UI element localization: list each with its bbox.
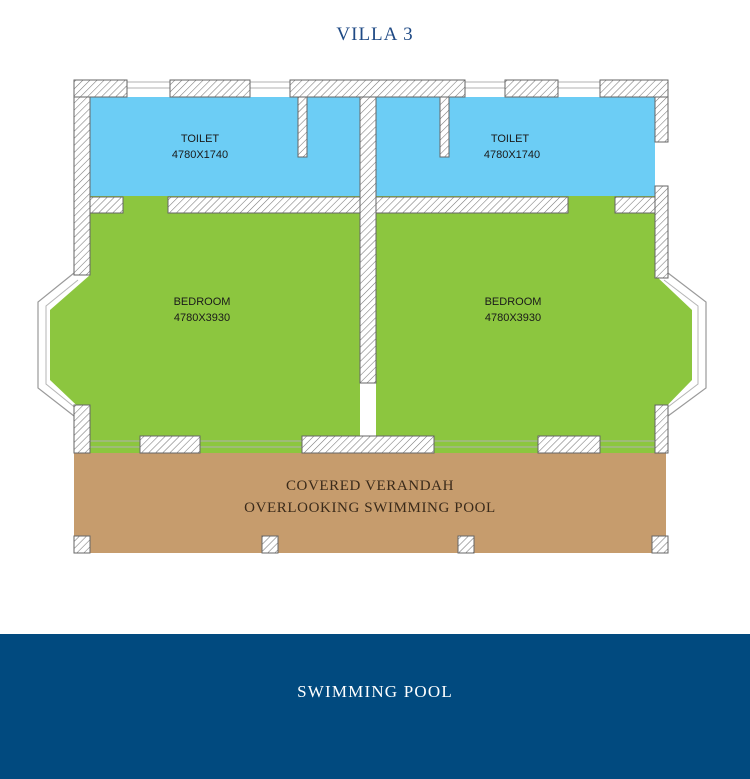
bedroom-right-name: BEDROOM <box>485 296 542 308</box>
bay-window-left-inner <box>45 279 79 411</box>
toilet-right-size: 4780X1740 <box>484 149 540 161</box>
toilet-left-name: TOILET <box>181 133 220 145</box>
swimming-pool-label: SWIMMING POOL <box>297 682 453 701</box>
bay-window-right-inner <box>663 279 699 411</box>
bedroom-left-size: 4780X3930 <box>174 312 230 324</box>
bay-window-left <box>37 272 75 417</box>
toilet-right-area <box>376 97 655 197</box>
verandah-area <box>74 453 666 553</box>
verandah-label-line1: COVERED VERANDAH <box>286 478 454 494</box>
walls <box>73 79 669 554</box>
bedroom-left-area <box>50 196 360 453</box>
toilet-left-area <box>90 97 360 197</box>
bedroom-right-size: 4780X3930 <box>485 312 541 324</box>
bay-window-right <box>667 272 707 417</box>
bedroom-left-name: BEDROOM <box>174 296 231 308</box>
bedroom-right-area <box>376 196 692 453</box>
plan-title: VILLA 3 <box>336 24 414 45</box>
toilet-left-size: 4780X1740 <box>172 149 228 161</box>
swimming-pool-area <box>0 634 750 779</box>
verandah-label-line2: OVERLOOKING SWIMMING POOL <box>244 500 496 516</box>
floor-plan: TOILET 4780X1740 TOILET 4780X1740 BEDROO… <box>37 79 707 554</box>
window-lines <box>90 81 661 448</box>
toilet-right-name: TOILET <box>491 133 530 145</box>
